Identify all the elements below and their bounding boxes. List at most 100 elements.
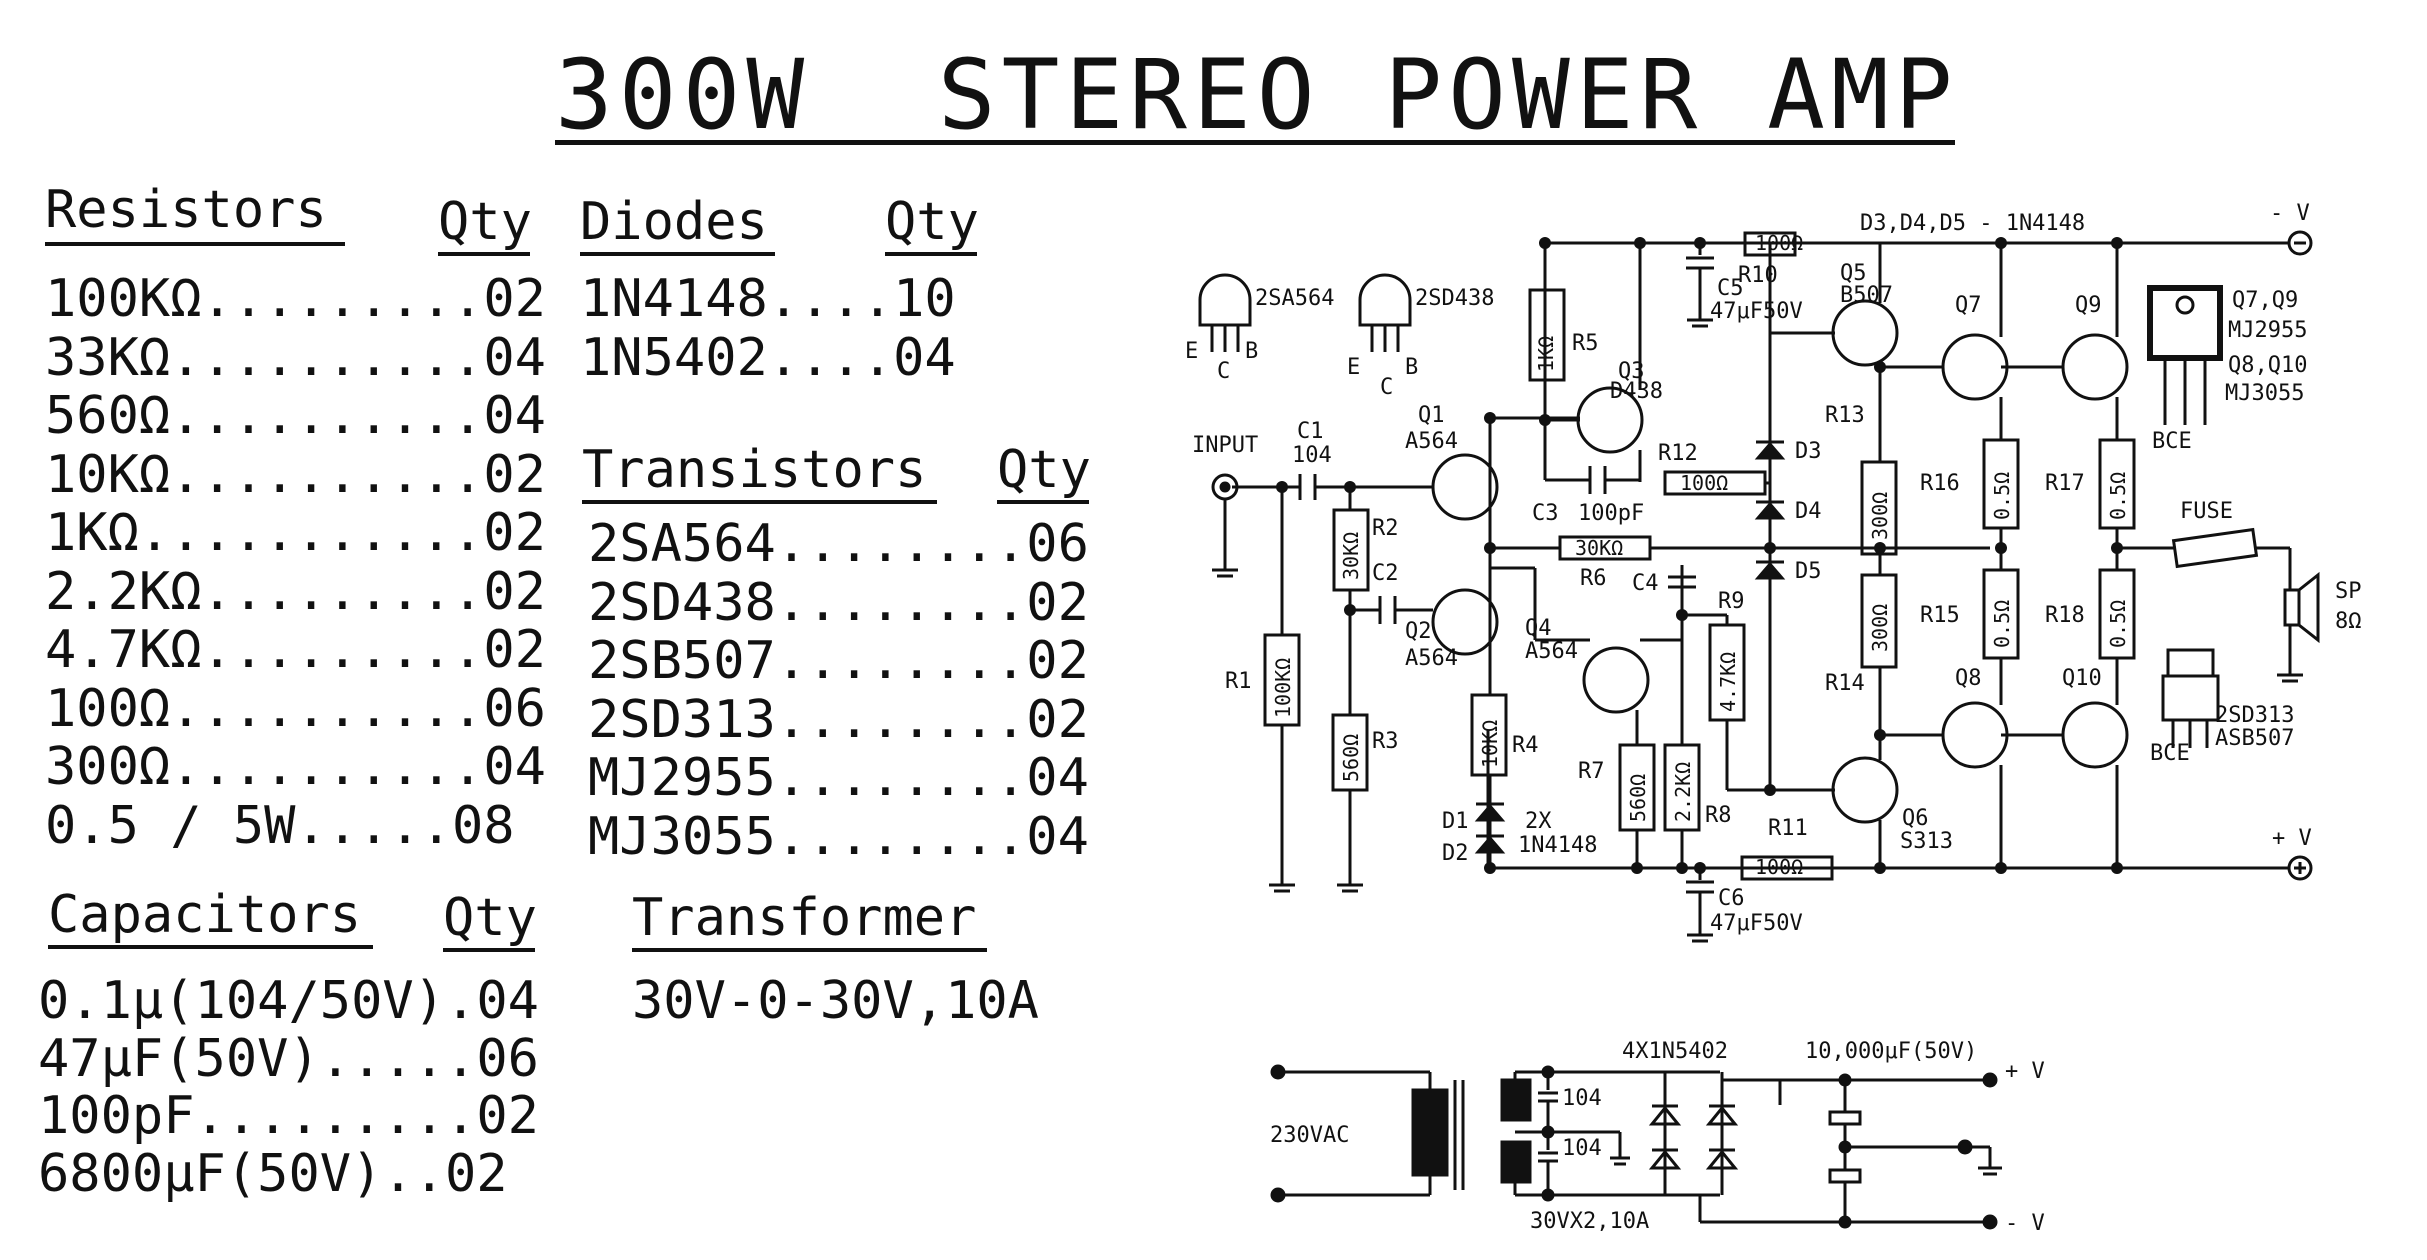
pkg2-label: 2SD438 (1415, 286, 1494, 311)
resistors-row: 300Ω..........04 (45, 738, 546, 796)
d5-label: D5 (1795, 559, 1822, 584)
resistors-item-name: 0.5 / 5W (45, 795, 296, 856)
resistors-header: Resistors (45, 180, 327, 240)
capacitors-item-qty: 06 (476, 1028, 539, 1089)
capacitors (1298, 243, 1714, 935)
diodes-qty-header: Qty (885, 192, 979, 252)
r4-label: R4 (1512, 733, 1539, 758)
to126-label-b: ASB507 (2215, 726, 2294, 751)
ps-caps-label: 10,000μF(50V) (1805, 1039, 1977, 1064)
capacitors-item-dots: . (445, 971, 477, 1031)
resistors-item-qty: 04 (483, 327, 546, 388)
r15-label: R15 (1920, 603, 1960, 628)
r17-value: 0.5Ω (2106, 472, 2130, 520)
transformer-header-underline (632, 948, 987, 952)
resistors-row: 0.5 / 5W.....08 (45, 797, 515, 855)
ps-neg-v-label: - V (2005, 1211, 2045, 1236)
r2-value: 30KΩ (1339, 532, 1363, 580)
q9-transistor (2061, 333, 2129, 401)
d12-type: 1N4148 (1518, 833, 1597, 858)
diodes-item-qty: 04 (893, 327, 956, 388)
resistors-item-qty: 02 (483, 269, 546, 329)
capacitors-row: 47μF(50V).....06 (38, 1030, 539, 1088)
q3-type: D438 (1610, 379, 1663, 404)
resistors-item-dots: ......... (201, 620, 484, 680)
resistors-item-qty: 08 (452, 795, 515, 856)
diodes-header-underline (580, 252, 775, 256)
diodes-item-name: 1N5402 (580, 327, 768, 388)
d4-label: D4 (1795, 499, 1822, 524)
power-supply (1270, 1064, 2002, 1230)
d2-label: D2 (1442, 841, 1469, 866)
r16-label: R16 (1920, 471, 1960, 496)
resistors-item-qty: 04 (483, 737, 546, 797)
d3-label: D3 (1795, 439, 1822, 464)
resistors-row: 10KΩ..........02 (45, 446, 546, 504)
capacitors-item-name: 47μF(50V) (38, 1028, 320, 1089)
capacitors-item-name: 0.1μ(104/50V) (38, 971, 445, 1031)
q4-transistor (1582, 646, 1650, 714)
r14-value: 300Ω (1868, 604, 1892, 652)
resistors-row: 2.2KΩ.........02 (45, 563, 546, 621)
capacitors-row: 6800μF(50V)..02 (38, 1145, 508, 1203)
q4-label: Q4 (1525, 616, 1552, 641)
resistors-item-qty: 06 (483, 678, 546, 739)
resistors-item-dots: .......... (170, 444, 484, 505)
d345-label: D3,D4,D5 - 1N4148 (1860, 211, 2085, 236)
transistors-item-name: MJ3055 (588, 806, 776, 867)
transistors-item-name: 2SD438 (588, 572, 776, 633)
pos-v-terminal (2287, 855, 2313, 881)
r1-label: R1 (1225, 669, 1252, 694)
r11-label: R11 (1768, 816, 1808, 841)
c5-value: 47μF50V (1710, 299, 1803, 324)
d12-count: 2X (1525, 809, 1552, 834)
transistors-row: 2SA564........06 (588, 515, 1089, 573)
diodes-item-qty: 10 (893, 269, 956, 329)
r15-value: 0.5Ω (1990, 600, 2014, 648)
diodes-header: Diodes (580, 192, 768, 252)
capacitors-item-name: 100pF (38, 1086, 195, 1146)
neg-v-label: - V (2270, 201, 2310, 226)
to92-package-1 (1198, 273, 1252, 352)
resistors-row: 100KΩ.........02 (45, 270, 546, 328)
r6-label: R6 (1580, 566, 1607, 591)
r14-label: R14 (1825, 671, 1865, 696)
r18-label: R18 (2045, 603, 2085, 628)
c3-value: 100pF (1578, 501, 1644, 526)
r5-value: 1KΩ (1534, 336, 1558, 372)
ps-c1-value: 104 (1562, 1086, 1602, 1111)
capacitors-item-qty: 02 (445, 1143, 508, 1204)
capacitors-qty-underline (443, 948, 535, 952)
c4-label: C4 (1632, 571, 1659, 596)
transistors-item-name: 2SB507 (588, 631, 776, 691)
title-underline (555, 140, 1955, 145)
ps-ac-label: 230VAC (1270, 1123, 1349, 1148)
resistors-item-name: 1KΩ (45, 503, 139, 563)
transistors-row: MJ3055........04 (588, 808, 1089, 866)
transistors-row: 2SD438........02 (588, 574, 1089, 632)
q79-label: Q7,Q9 (2232, 288, 2298, 313)
q1-label: Q1 (1418, 403, 1445, 428)
q5-label: Q5 (1840, 261, 1867, 286)
transistors-item-name: MJ2955 (588, 748, 776, 808)
transistors-item-qty: 04 (1026, 748, 1089, 808)
capacitors-item-dots: ..... (319, 1028, 477, 1089)
transistors-row: 2SB507........02 (588, 632, 1089, 690)
capacitors-item-dots: ......... (194, 1086, 477, 1146)
resistors-item-name: 2.2KΩ (45, 561, 202, 622)
r18-value: 0.5Ω (2106, 600, 2130, 648)
pkg1-b: B (1245, 339, 1258, 364)
transistors-qty-header: Qty (997, 440, 1091, 500)
sp-label: SP (2335, 579, 2362, 604)
resistors-item-name: 33KΩ (45, 327, 171, 388)
neg-v-terminal (2287, 230, 2313, 256)
capacitors-header: Capacitors (48, 885, 362, 945)
ps-xfmr-label: 30VX2,10A (1530, 1209, 1649, 1234)
resistors-header-underline (45, 242, 345, 246)
transistors-header: Transistors (582, 440, 927, 500)
diodes-row: 1N5402....04 (580, 329, 956, 387)
q8-label: Q8 (1955, 666, 1982, 691)
r7-value: 560Ω (1626, 774, 1650, 822)
q7-transistor (1941, 333, 2009, 401)
resistors-item-name: 560Ω (45, 386, 171, 446)
